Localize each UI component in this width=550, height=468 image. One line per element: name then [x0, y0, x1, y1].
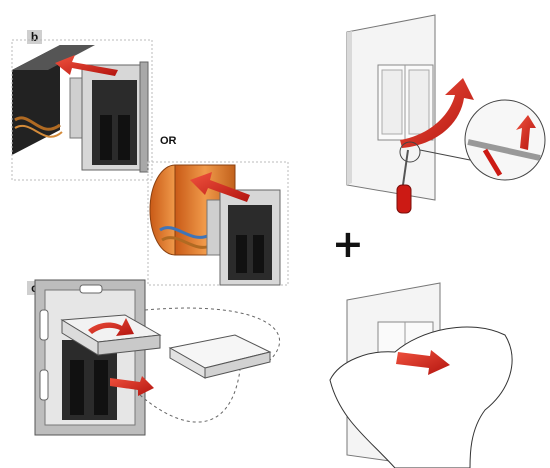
- wall-box-dark: [11, 39, 153, 181]
- wall-plate-top: [346, 14, 436, 201]
- lift-arrow-c-top: [88, 318, 134, 336]
- plus-sign: +: [332, 222, 364, 266]
- rocker-cover-lifted: [60, 314, 162, 356]
- hand: [329, 326, 513, 468]
- step-b-label: b: [27, 30, 42, 44]
- screwdriver: [396, 149, 412, 214]
- or-label: OR: [160, 135, 177, 147]
- mounting-frame: [34, 279, 146, 436]
- switch-module-orange: [206, 189, 281, 286]
- lift-arrow-c-bottom: [110, 376, 154, 396]
- pull-arrow: [396, 350, 450, 375]
- magnifier-detail: [399, 99, 546, 181]
- insert-arrow-top: [55, 55, 118, 76]
- lift-arrow-plate: [400, 78, 474, 148]
- dashed-path: [139, 307, 281, 423]
- insert-arrow-orange: [190, 172, 250, 202]
- rocker-cover-separate: [168, 334, 272, 379]
- switch-module-top: [69, 61, 149, 173]
